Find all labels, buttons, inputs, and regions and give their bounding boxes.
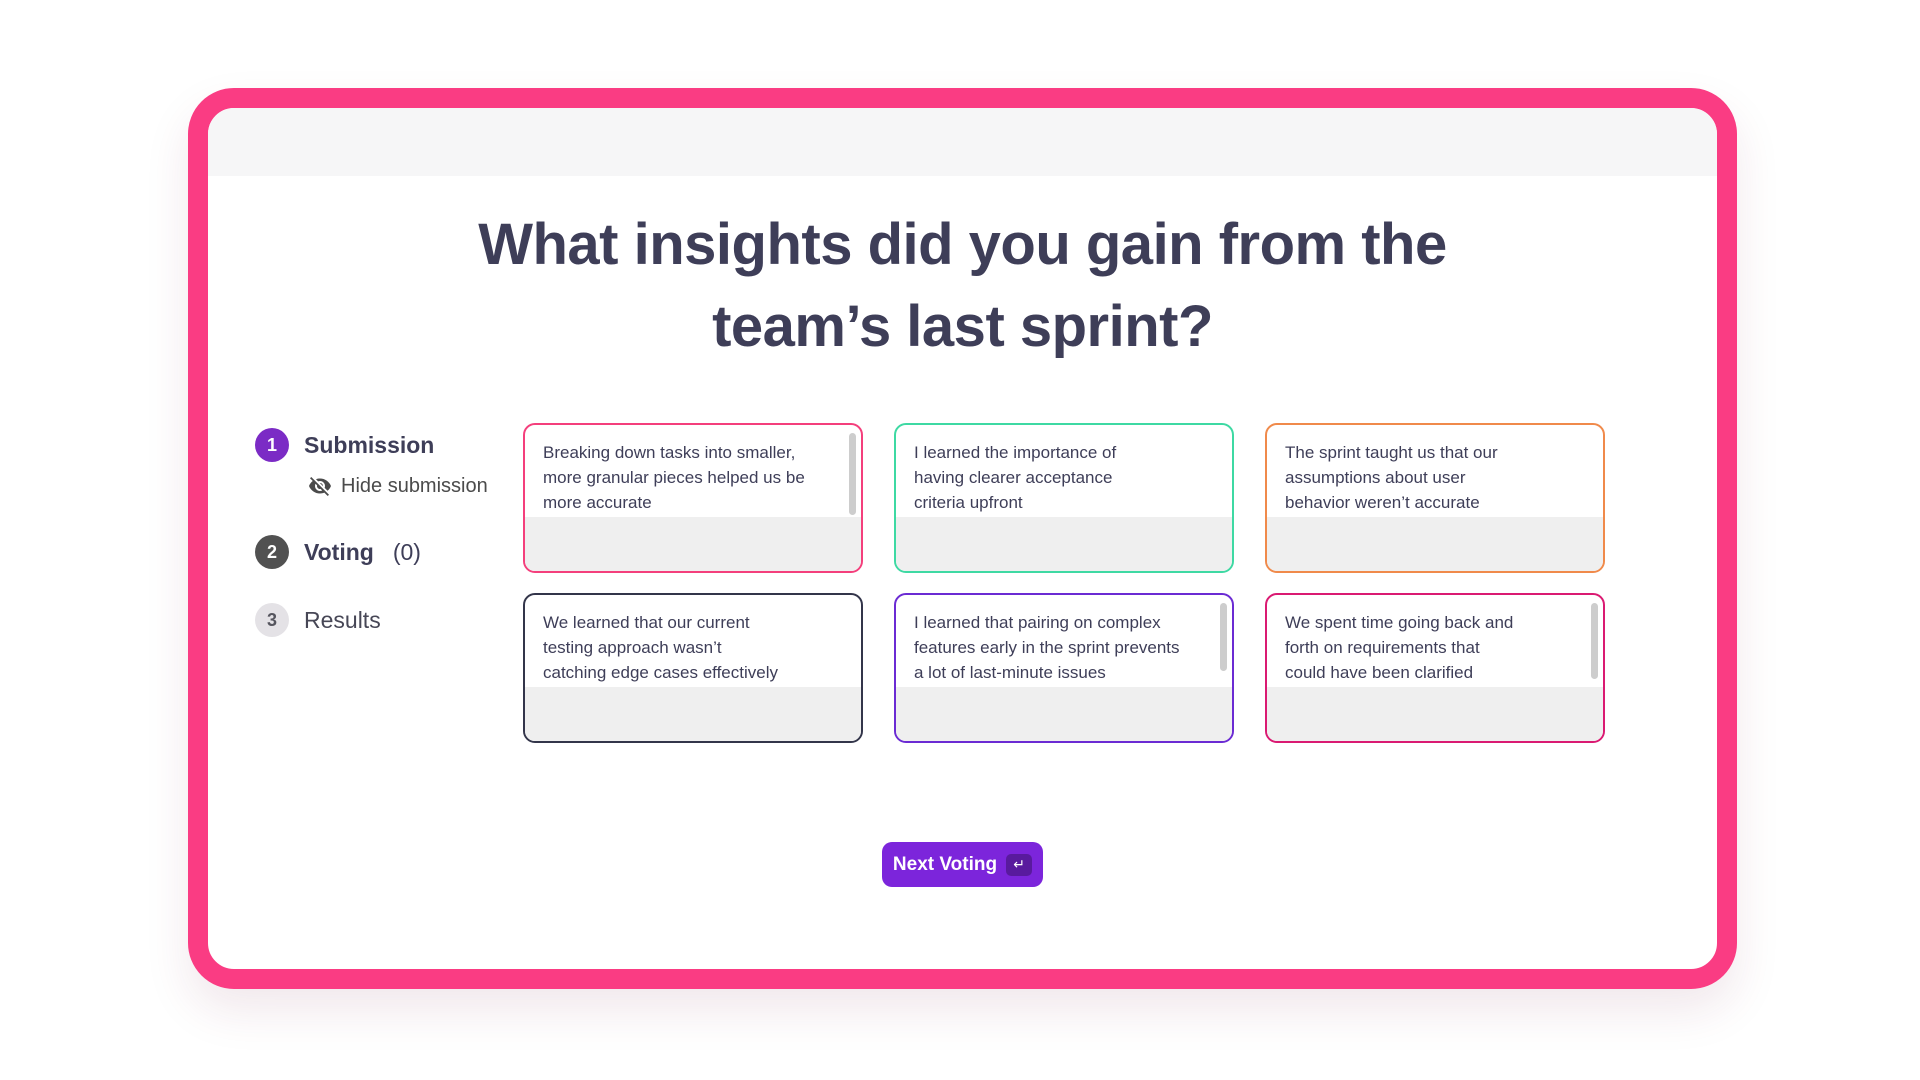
retro-board-frame: What insights did you gain from the team… xyxy=(188,88,1737,989)
question-title-line-1: What insights did you gain from the xyxy=(478,212,1447,277)
scrollbar-thumb[interactable] xyxy=(849,433,856,515)
submission-card-text: We learned that our current testing appr… xyxy=(543,613,778,682)
question-title: What insights did you gain from the team… xyxy=(208,204,1717,368)
next-voting-button[interactable]: Next Voting ↵ xyxy=(882,842,1043,887)
step-3-badge: 3 xyxy=(255,603,289,637)
submission-card-text: I learned the importance of having clear… xyxy=(914,443,1117,512)
submission-card-footer xyxy=(896,687,1232,741)
submission-card[interactable]: I learned that pairing on complex featur… xyxy=(894,593,1234,743)
submission-card-text: I learned that pairing on complex featur… xyxy=(914,613,1180,682)
submission-card-footer xyxy=(896,517,1232,571)
enter-key-icon: ↵ xyxy=(1006,853,1033,876)
scrollbar-thumb[interactable] xyxy=(1220,603,1227,671)
submission-card-text: Breaking down tasks into smaller, more g… xyxy=(543,443,805,512)
submission-card-footer xyxy=(1267,517,1603,571)
submission-card-text: We spent time going back and forth on re… xyxy=(1285,613,1514,682)
question-title-line-2: team’s last sprint? xyxy=(712,294,1213,359)
step-voting[interactable]: 2 Voting (0) xyxy=(255,535,421,569)
next-voting-button-label: Next Voting xyxy=(892,853,998,875)
step-1-badge: 1 xyxy=(255,428,289,462)
hide-submission-button[interactable]: Hide submission xyxy=(308,474,488,498)
submission-card-text: The sprint taught us that our assumption… xyxy=(1285,443,1498,512)
step-2-badge: 2 xyxy=(255,535,289,569)
step-3-label: Results xyxy=(304,606,381,633)
submission-card-footer xyxy=(525,517,861,571)
submission-card[interactable]: We learned that our current testing appr… xyxy=(523,593,863,743)
submission-card[interactable]: I learned the importance of having clear… xyxy=(894,423,1234,573)
scrollbar-thumb[interactable] xyxy=(1591,603,1598,679)
window-header-bar xyxy=(208,108,1717,176)
submission-card-footer xyxy=(1267,687,1603,741)
step-2-label: Voting xyxy=(304,538,374,565)
submission-card[interactable]: We spent time going back and forth on re… xyxy=(1265,593,1605,743)
step-2-vote-count: (0) xyxy=(392,538,421,565)
submission-card-footer xyxy=(525,687,861,741)
eye-off-icon xyxy=(308,474,332,498)
step-results[interactable]: 3 Results xyxy=(255,603,381,637)
step-submission[interactable]: 1 Submission xyxy=(255,428,434,462)
submissions-grid: Breaking down tasks into smaller, more g… xyxy=(523,423,1605,743)
submission-card[interactable]: Breaking down tasks into smaller, more g… xyxy=(523,423,863,573)
step-1-label: Submission xyxy=(304,431,435,458)
submission-card[interactable]: The sprint taught us that our assumption… xyxy=(1265,423,1605,573)
hide-submission-label: Hide submission xyxy=(341,474,488,497)
